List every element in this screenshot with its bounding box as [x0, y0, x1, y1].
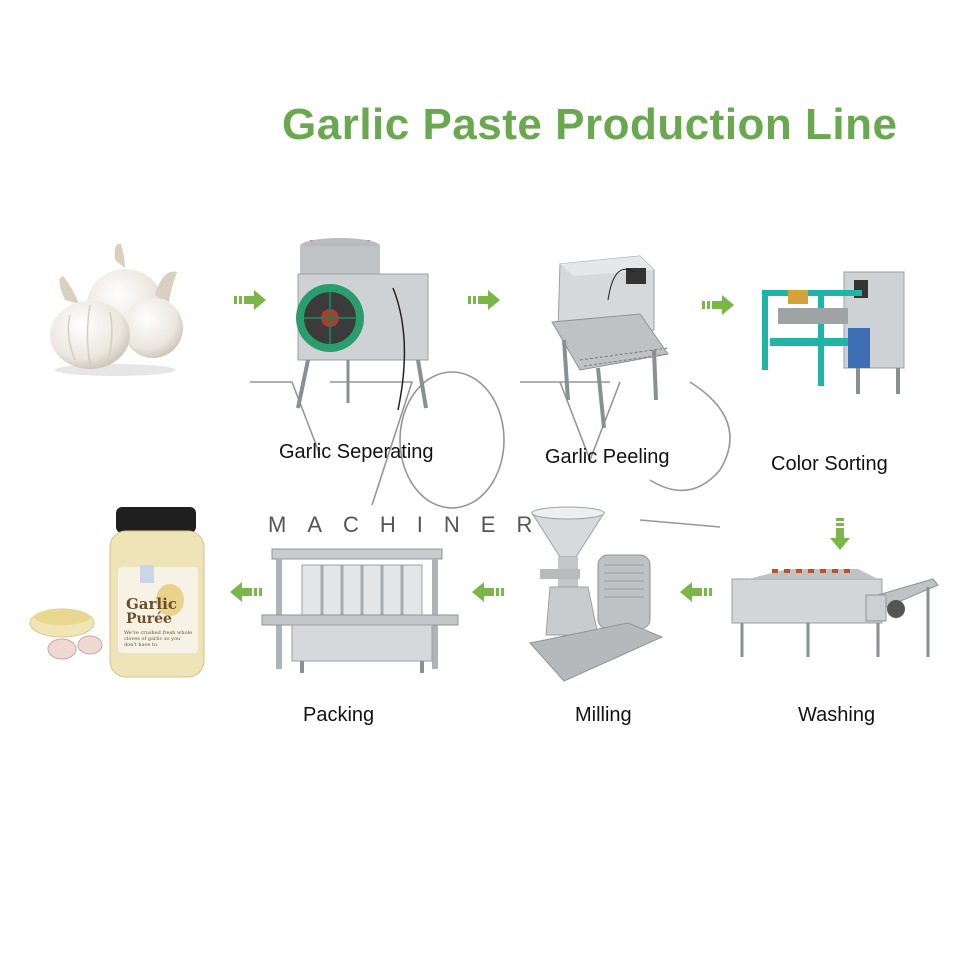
jar-label-line2: Purée — [126, 611, 172, 627]
flow-arrow-left-icon — [472, 582, 504, 602]
garlic-bulbs-image — [50, 243, 183, 376]
flow-arrow-right-icon — [702, 295, 734, 315]
step-label-packing: Packing — [303, 704, 375, 726]
flow-arrow-right-icon — [234, 290, 266, 310]
step-label-garlic-separating: Garlic Seperating — [279, 441, 434, 463]
color-sorting-machine-image — [762, 271, 905, 394]
step-label-washing: Washing — [798, 704, 876, 726]
colloid-mill-machine-image — [529, 506, 664, 682]
step-label-color-sorting: Color Sorting — [771, 453, 888, 475]
flow-arrow-down-icon — [830, 518, 850, 550]
flow-arrow-right-icon — [468, 290, 500, 310]
step-label-milling: Milling — [575, 704, 632, 726]
garlic-puree-jar-image — [29, 507, 205, 678]
packing-machine-image — [261, 548, 459, 673]
step-label-garlic-peeling: Garlic Peeling — [545, 446, 670, 468]
jar-label-line1: Garlic — [126, 595, 177, 613]
flow-arrow-left-icon — [230, 582, 262, 602]
jar-label-small: We've crushed fresh whole cloves of garl… — [124, 630, 193, 648]
watermark-text: MACHINERY — [268, 512, 589, 537]
washing-machine-image — [731, 569, 939, 657]
garlic-separating-machine-image — [296, 238, 429, 411]
flow-arrow-left-icon — [680, 582, 712, 602]
garlic-peeling-machine-image — [551, 255, 669, 429]
page-title: Garlic Paste Production Line — [282, 100, 898, 149]
